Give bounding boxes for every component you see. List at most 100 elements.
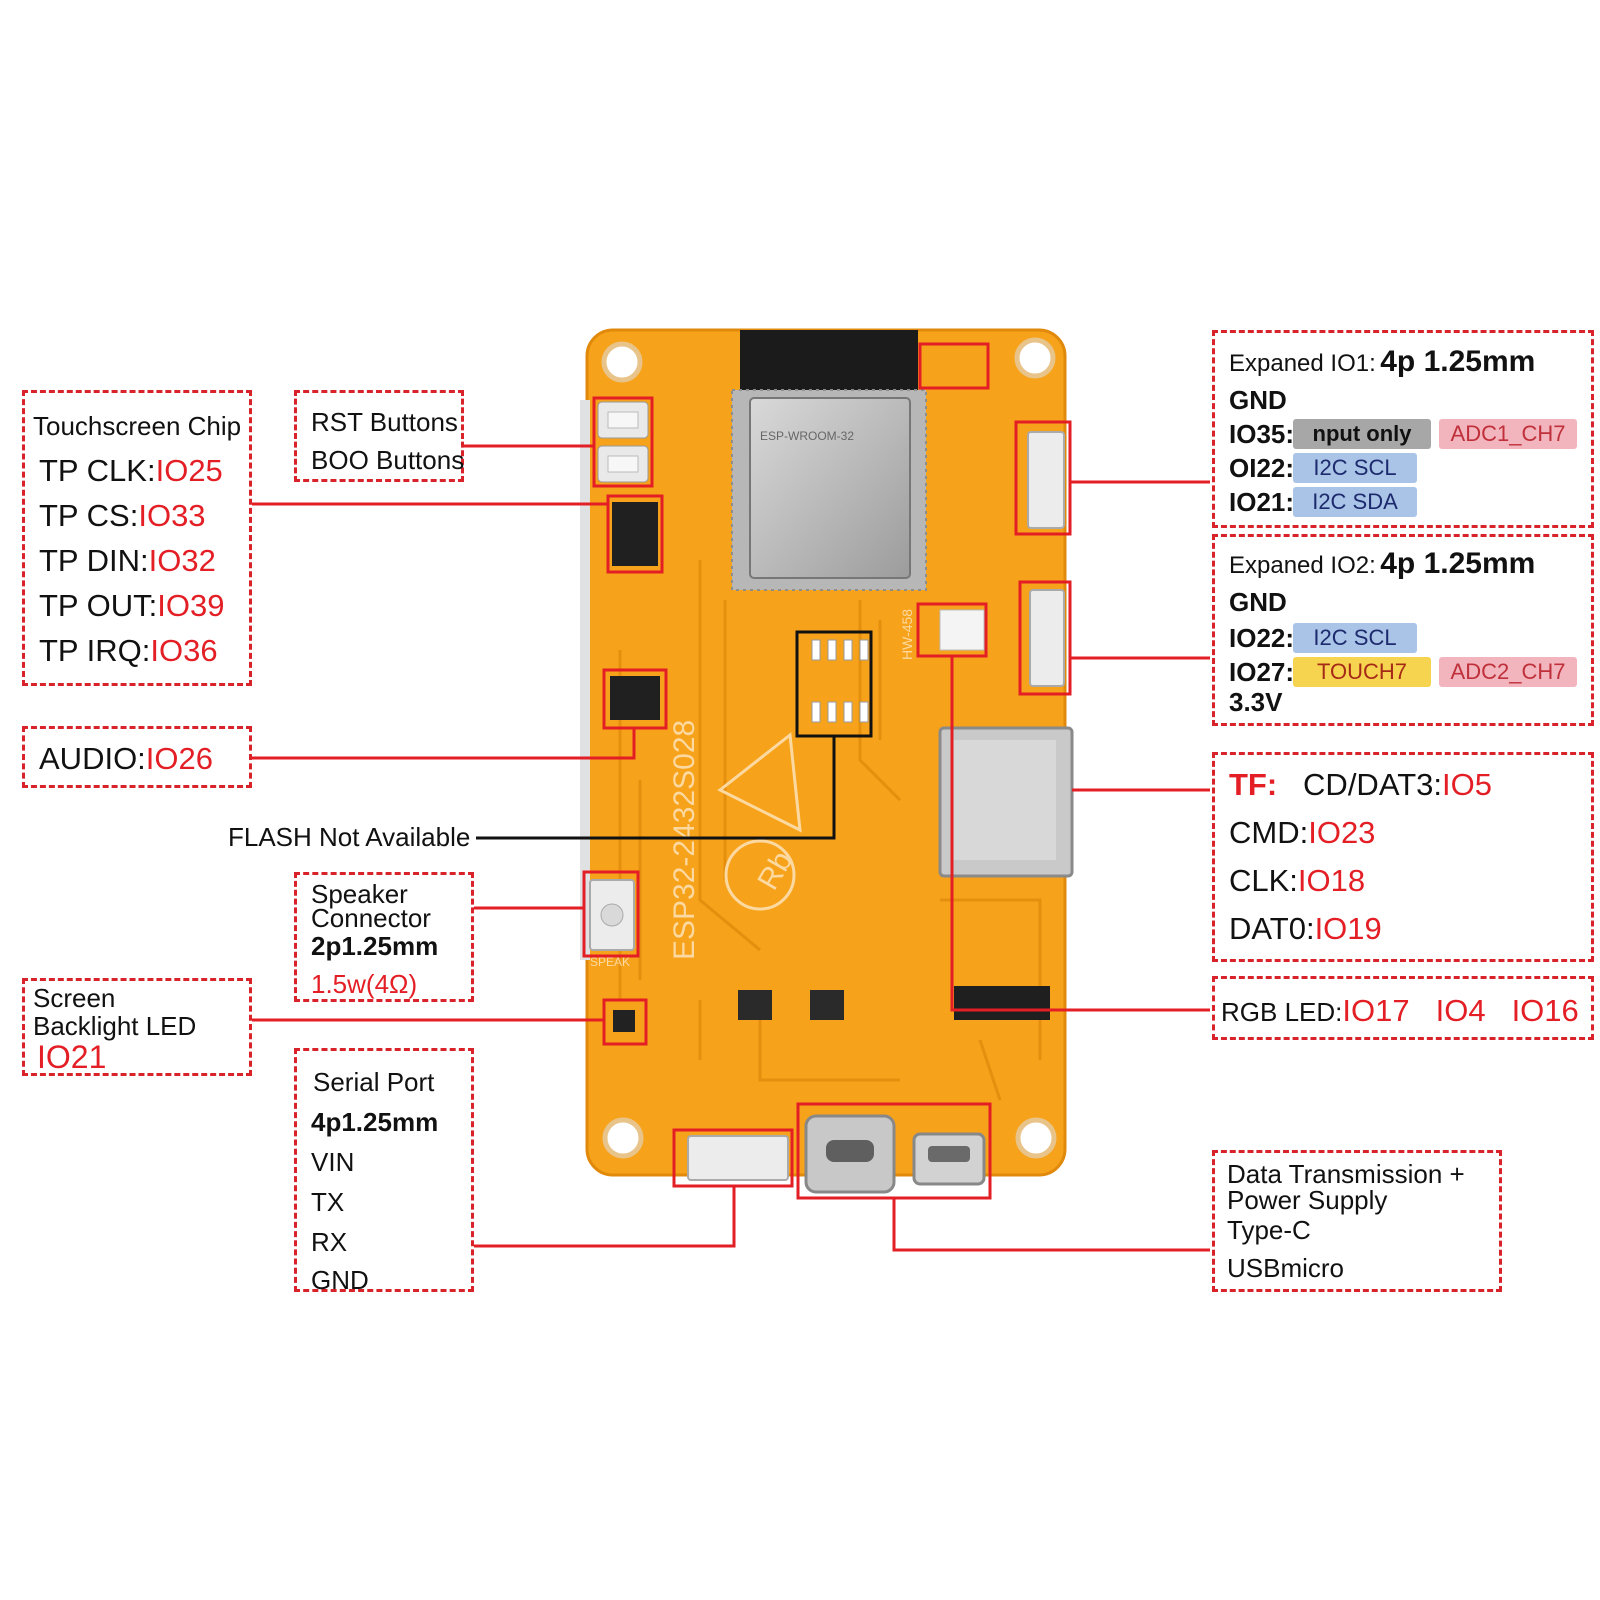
speaker-silk: SPEAK: [590, 955, 630, 969]
io1-pin-io35: IO35:: [1229, 419, 1295, 449]
speaker-box: Speaker Connector 2p1.25mm 1.5w(4Ω): [294, 872, 474, 1002]
frame-top-right: [918, 342, 990, 390]
tp-clk-row: TP CLK:IO25: [39, 453, 223, 488]
io2-3v3: 3.3V: [1229, 687, 1283, 717]
rst-buttons-label: RST Buttons: [311, 407, 458, 437]
tf-box: TF: CD/DAT3:IO5 CMD:IO23 CLK:IO18 DAT0:I…: [1212, 752, 1594, 962]
speaker-line2: Connector: [311, 903, 431, 933]
tp-din-row: TP DIN:IO32: [39, 543, 216, 578]
usb-box: Data Transmission + Power Supply Type-C …: [1212, 1150, 1502, 1292]
io1-input-only-tag: nput only: [1293, 419, 1431, 449]
frame-audio: [602, 668, 668, 730]
expansion-connector-1: [1027, 431, 1065, 529]
backlight-transistor: [613, 1010, 635, 1032]
tf-row-1: CMD:IO23: [1229, 815, 1376, 850]
tp-out-row: TP OUT:IO39: [39, 588, 225, 623]
boo-buttons-label: BOO Buttons: [311, 445, 465, 475]
speaker-power: 1.5w(4Ω): [311, 969, 418, 999]
serial-connector-part: [687, 1135, 789, 1181]
frame-speaker: [582, 870, 640, 958]
backlight-line1: Screen: [33, 983, 116, 1013]
usb-line2: Power Supply: [1227, 1185, 1388, 1215]
frame-rgb-led: [916, 602, 988, 658]
frame-usb: [796, 1102, 992, 1200]
driver-ic: [954, 986, 1050, 1020]
io1-title-row: Expaned IO1: 4p 1.25mm: [1229, 345, 1536, 378]
frame-io1: [1014, 420, 1072, 536]
board-logo-circle: [724, 839, 796, 911]
frame-flash: [795, 630, 873, 738]
io1-i2c-sda-tag: I2C SDA: [1293, 487, 1417, 517]
esp32-module-text: ESP-WROOM-32: [760, 429, 854, 443]
board-model-silk: ESP32-2432S028: [668, 720, 701, 960]
touchscreen-box: Touchscreen Chip TP CLK:IO25 TP CS:IO33 …: [22, 390, 252, 686]
serial-spec: 4p1.25mm: [311, 1107, 439, 1137]
flash-label: FLASH Not Available: [228, 822, 471, 852]
speaker-spec: 2p1.25mm: [311, 931, 439, 961]
frame-backlight: [602, 998, 648, 1046]
serial-title: Serial Port: [313, 1067, 435, 1097]
tf-row-3: DAT0:IO19: [1229, 911, 1382, 946]
io2-title-row: Expaned IO2: 4p 1.25mm: [1229, 547, 1536, 580]
io2-pin-io27: IO27:: [1229, 657, 1295, 687]
io1-i2c-scl-tag: I2C SCL: [1293, 453, 1417, 483]
buttons-box: RST Buttons BOO Buttons: [294, 390, 464, 482]
serial-pin-vin: VIN: [311, 1147, 355, 1177]
expansion-connector-2: [1029, 589, 1065, 687]
line-audio: [250, 728, 636, 760]
audio-box: AUDIO:IO26: [22, 726, 252, 788]
audio-amp-ic: [610, 676, 660, 720]
io2-adc-tag: ADC2_CH7: [1439, 657, 1577, 687]
tp-cs-row: TP CS:IO33: [39, 498, 206, 533]
serial-box: Serial Port 4p1.25mm VIN TX RX GND: [294, 1048, 474, 1295]
backlight-line2: Backlight LED: [33, 1011, 197, 1041]
touch-ic: [612, 502, 658, 566]
mounting-holes: [601, 337, 1057, 1159]
touchscreen-title: Touchscreen Chip: [33, 411, 242, 441]
expanded-io2-box: Expaned IO2: 4p 1.25mm GND IO22: I2C SCL…: [1212, 534, 1594, 726]
line-flash: [476, 736, 836, 840]
tf-row-0: TF: CD/DAT3:IO5: [1229, 767, 1492, 802]
usb-micro: USBmicro: [1227, 1253, 1345, 1283]
usb-line1: Data Transmission +: [1227, 1159, 1465, 1189]
io2-i2c-scl-tag: I2C SCL: [1293, 623, 1417, 653]
io2-touch-tag: TOUCH7: [1293, 657, 1431, 687]
backlight-io: IO21: [37, 1039, 107, 1075]
io1-gnd: GND: [1229, 385, 1287, 415]
frame-buttons: [592, 396, 654, 488]
line-serial: [472, 1186, 736, 1248]
line-rgb: [950, 656, 1210, 1012]
display-flex-strip: [580, 400, 590, 960]
frame-touch-ic: [606, 494, 664, 574]
frame-io2: [1018, 580, 1072, 696]
frame-serial: [672, 1128, 794, 1188]
tf-row-2: CLK:IO18: [1229, 863, 1366, 898]
expanded-io1-box: Expaned IO1: 4p 1.25mm GND IO35: nput on…: [1212, 330, 1594, 528]
io1-pin-io21: IO21:: [1229, 487, 1295, 517]
io2-gnd: GND: [1229, 587, 1287, 617]
io1-pin-oi22: OI22:: [1229, 453, 1295, 483]
io2-pin-io22: IO22:: [1229, 623, 1295, 653]
regulator-silk: HW-458: [899, 609, 915, 660]
regulator-2: [810, 990, 844, 1020]
tp-irq-row: TP IRQ:IO36: [39, 633, 218, 668]
line-usb: [892, 1198, 1210, 1252]
speaker-line1: Speaker: [311, 879, 408, 909]
serial-pin-tx: TX: [311, 1187, 345, 1217]
serial-pin-rx: RX: [311, 1227, 348, 1257]
esp32-shield: [749, 397, 911, 579]
backlight-box: Screen Backlight LED IO21: [22, 978, 252, 1076]
audio-row: AUDIO:IO26: [39, 741, 214, 776]
regulator-1: [738, 990, 772, 1020]
esp32-antenna: [740, 330, 918, 392]
serial-pin-gnd: GND: [311, 1265, 369, 1295]
usb-type-c: Type-C: [1227, 1215, 1311, 1245]
flash-footprint: [811, 639, 869, 723]
board-logo-triangle: [717, 732, 802, 833]
rgb-led-part: [939, 609, 985, 651]
io1-adc-tag: ADC1_CH7: [1439, 419, 1577, 449]
